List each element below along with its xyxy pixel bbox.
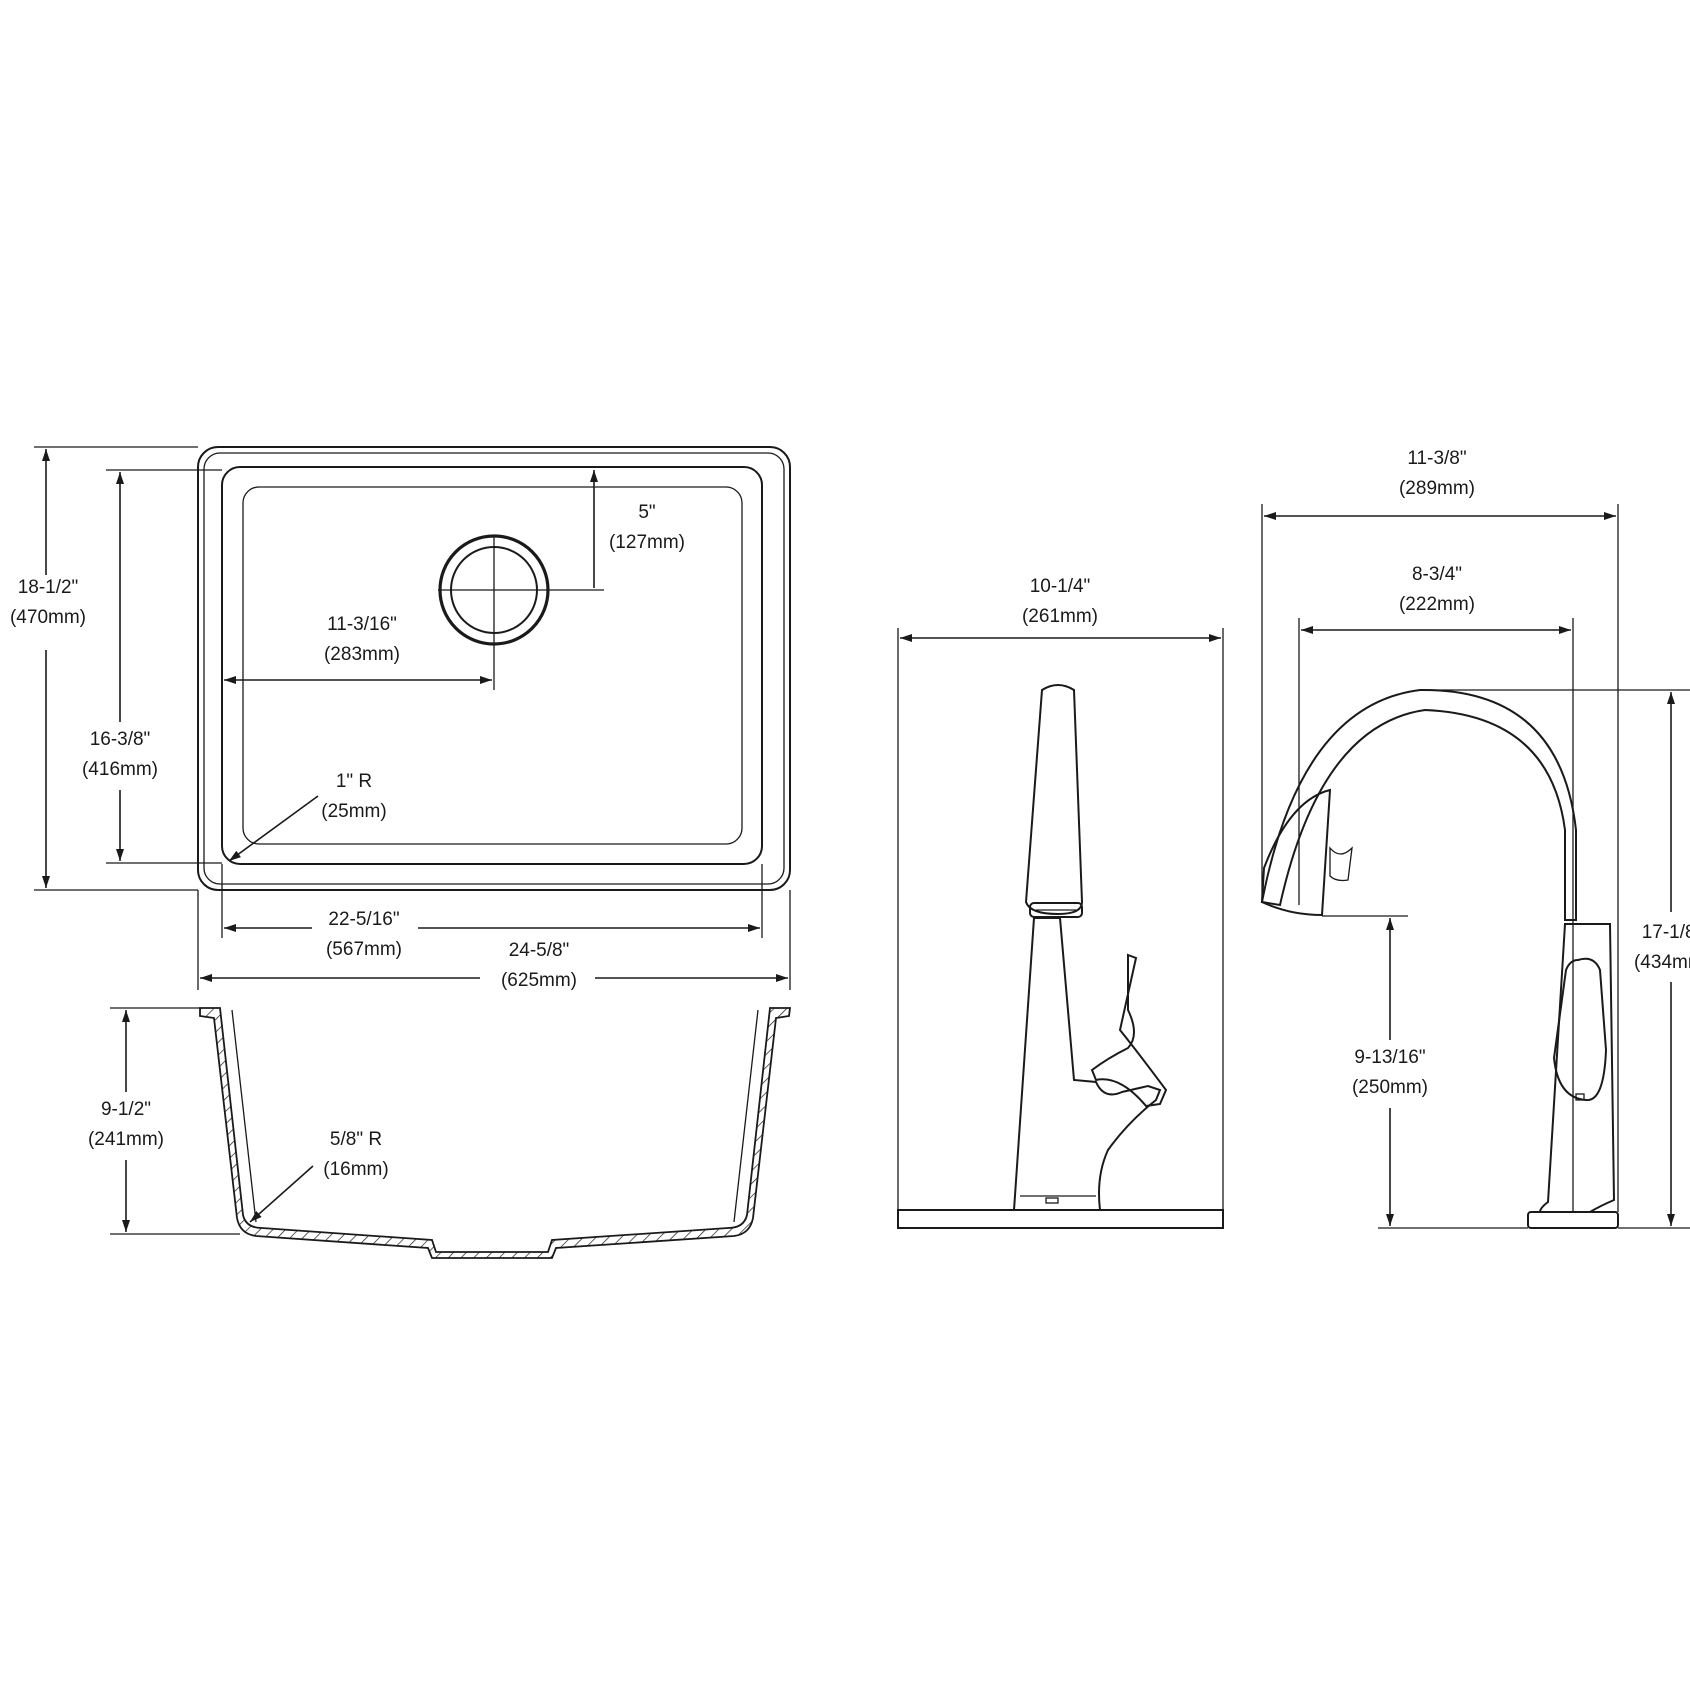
bowl-height-mm: (416mm) [82, 759, 158, 780]
bowl-width-inch: 22-5/16" [328, 909, 399, 930]
spout-reach-inch: 8-3/4" [1412, 564, 1462, 585]
sink-top-view: 18-1/2" (470mm) 16-3/8" (416mm) 5" (127m… [10, 446, 791, 991]
sink-bowl-floor [242, 486, 743, 845]
sink-depth-mm: (241mm) [88, 1129, 164, 1150]
bowl-height-inch: 16-3/8" [90, 729, 151, 750]
faucet-body [1012, 917, 1162, 1211]
drain-back-mm: (127mm) [609, 532, 685, 553]
bottom-radius-inch: 5/8" R [330, 1129, 382, 1150]
overall-height-inch: 18-1/2" [18, 577, 79, 598]
faucet-front-body [1538, 923, 1616, 1213]
faucet-front-handle [1552, 957, 1608, 1102]
faucet-side-handle [1090, 953, 1168, 1108]
faucet-gooseneck [1260, 688, 1577, 921]
sink-rim-inner [203, 452, 785, 885]
bowl-width-mm: (567mm) [326, 939, 402, 960]
faucet-deck-plate [897, 1209, 1224, 1229]
faucet-front-base [1527, 1211, 1619, 1229]
corner-radius-mm: (25mm) [321, 801, 386, 822]
drain-side-mm: (283mm) [324, 644, 400, 665]
sink-depth-inch: 9-1/2" [101, 1099, 151, 1120]
faucet-side-width-inch: 10-1/4" [1030, 576, 1091, 597]
corner-radius-inch: 1" R [336, 771, 372, 792]
faucet-side-view: 10-1/4" (261mm) [897, 576, 1224, 1229]
faucet-front-view: 11-3/8" (289mm) 8-3/4" (222mm) 9-13/16" … [1260, 448, 1690, 1229]
sink-outer-rim [197, 446, 791, 891]
bottom-radius-mm: (16mm) [323, 1159, 388, 1180]
drain-side-inch: 11-3/16" [327, 614, 397, 635]
overall-width-inch: 24-5/8" [509, 940, 570, 961]
overall-width-mm: (625mm) [501, 970, 577, 991]
faucet-spray-head [1260, 788, 1332, 917]
spout-height-inch: 9-13/16" [1354, 1047, 1425, 1068]
faucet-side-width-mm: (261mm) [1022, 606, 1098, 627]
spout-height-mm: (250mm) [1352, 1077, 1428, 1098]
faucet-front-width-inch: 11-3/8" [1407, 448, 1466, 469]
sink-section-view: 9-1/2" (241mm) 5/8" R (16mm) [88, 1007, 792, 1259]
sink-section-wall [199, 1007, 792, 1259]
sink-bowl-edge [221, 466, 763, 865]
faucet-height-mm: (434mm) [1634, 952, 1690, 973]
drain-back-inch: 5" [638, 502, 655, 523]
spout-reach-mm: (222mm) [1399, 594, 1475, 615]
faucet-front-width-mm: (289mm) [1399, 478, 1475, 499]
overall-height-mm: (470mm) [10, 607, 86, 628]
faucet-height-inch: 17-1/8" [1642, 922, 1690, 943]
faucet-pulldown-head [1024, 684, 1084, 916]
